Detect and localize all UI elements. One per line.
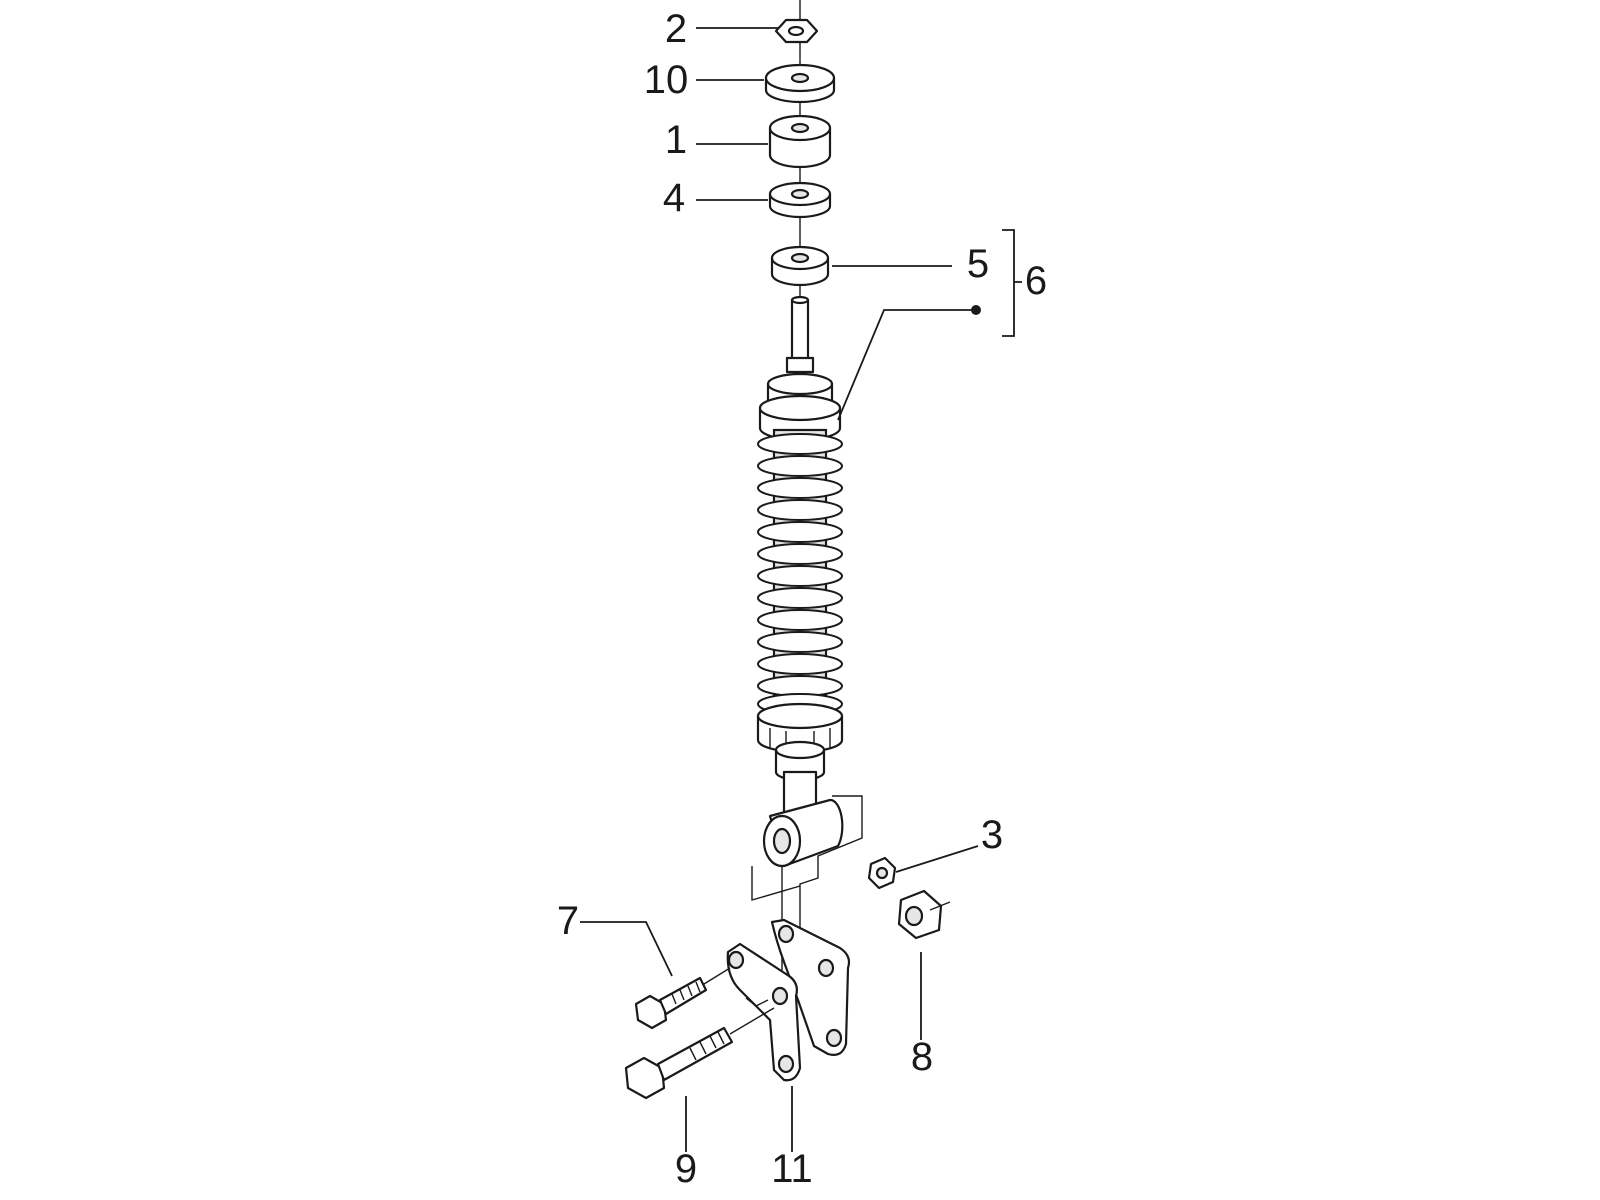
callout-11: 11	[771, 1147, 813, 1191]
callout-5: 5	[967, 242, 989, 286]
callout-8: 8	[911, 1035, 933, 1079]
callout-4: 4	[663, 176, 685, 220]
part-10-washer	[764, 63, 836, 104]
part-4-washer	[768, 181, 832, 219]
leader-line-6	[837, 309, 976, 421]
part-2-nut	[774, 18, 819, 44]
part-8-nut	[897, 889, 951, 940]
callout-2: 2	[665, 7, 687, 51]
callout-9: 9	[675, 1147, 697, 1191]
part-3-nut	[867, 856, 897, 890]
callout-7: 7	[557, 899, 579, 943]
leader-line-7	[580, 921, 673, 977]
callout-1: 1	[665, 118, 687, 162]
part-5-rubber-bush	[770, 245, 830, 287]
callout-10: 10	[644, 58, 689, 102]
part-9-bolt	[624, 1007, 775, 1100]
part-11-mounting-brackets	[726, 918, 851, 1082]
callout-3: 3	[981, 813, 1003, 857]
leader-dot-6	[971, 305, 981, 315]
part-7-bolt	[634, 967, 731, 1030]
bracket-6	[1002, 229, 1022, 337]
leader-line-3	[895, 845, 979, 873]
part-6-shock-absorber	[756, 295, 844, 868]
callout-6: 6	[1025, 259, 1047, 303]
alignment-guide-lines	[751, 795, 863, 1006]
part-1-rubber-bush	[768, 114, 832, 169]
